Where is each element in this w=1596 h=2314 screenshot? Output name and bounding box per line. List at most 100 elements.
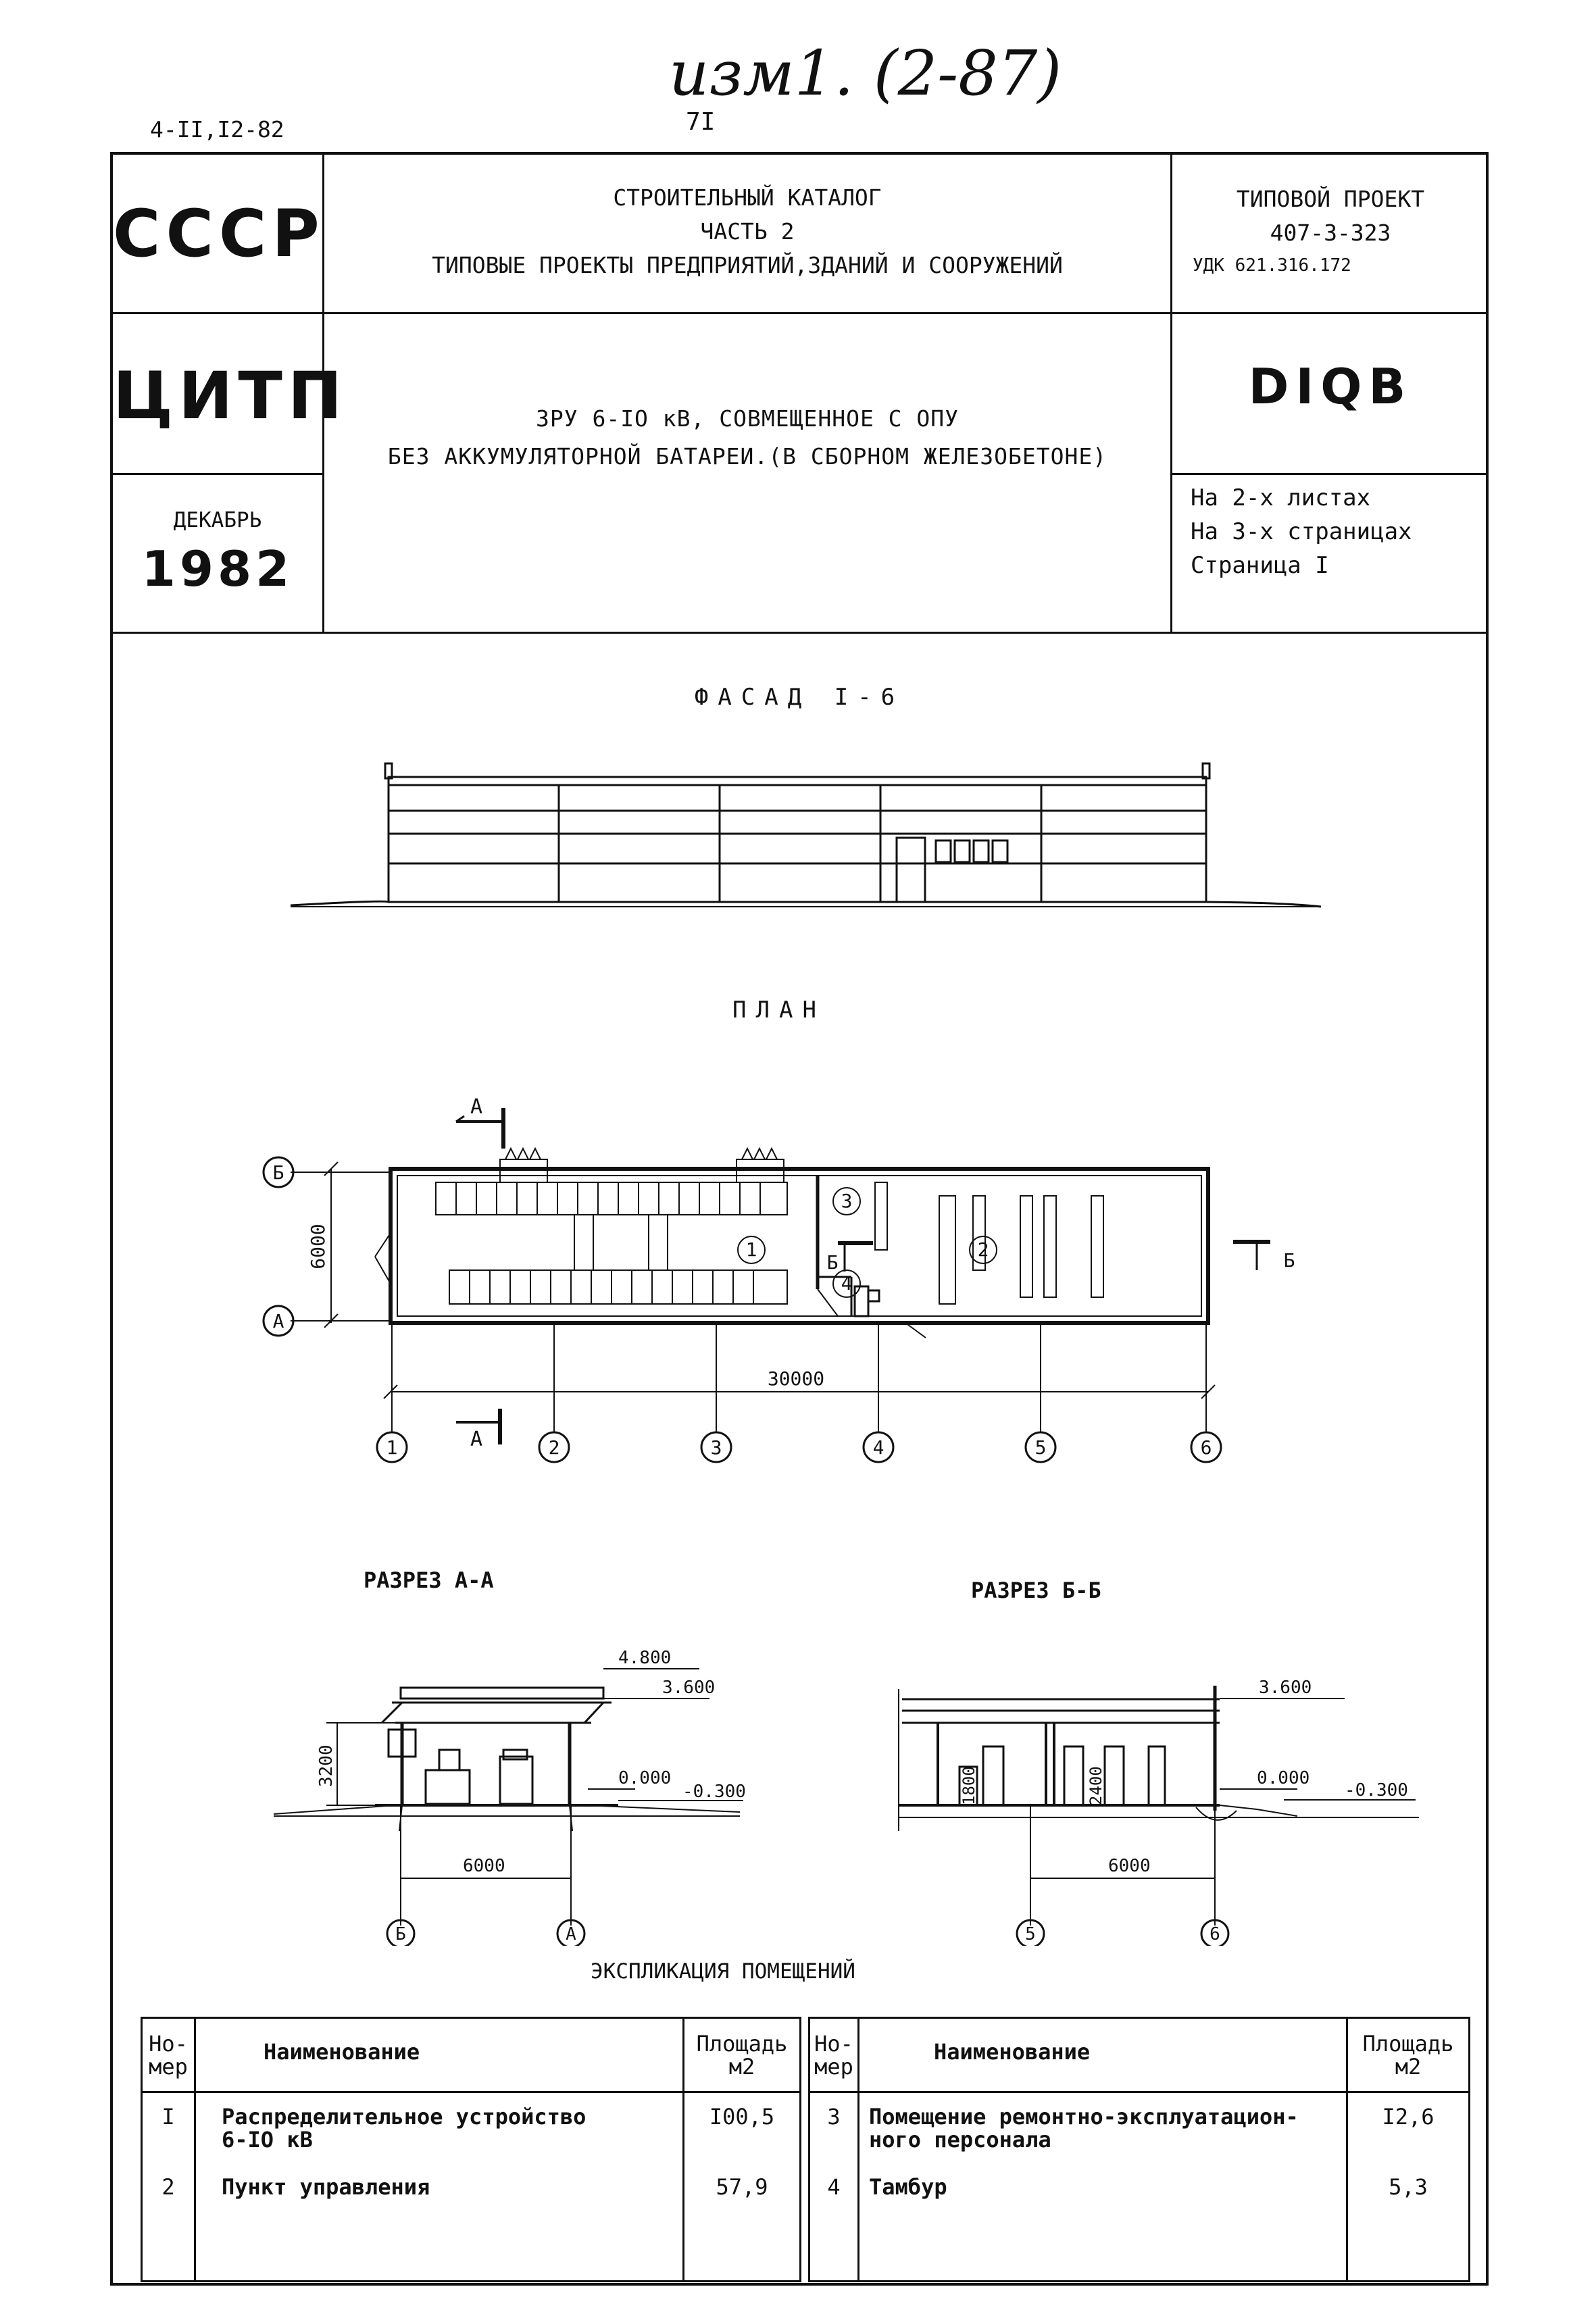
section-mark-a-bottom: А	[470, 1428, 482, 1451]
row-areas: I2,6 5,3	[1346, 2091, 1470, 2282]
room-4-tag: 4	[841, 1272, 853, 1294]
explication-table-right: Но- мер Наименование Площадь м2 3 4 Поме…	[808, 2017, 1470, 2282]
section-bb-heading: РАЗРЕЗ Б-Б	[971, 1578, 1101, 1603]
table-header-row: Но- мер Наименование Площадь м2	[141, 2017, 801, 2093]
project-number: 407-3-323	[1270, 220, 1391, 246]
room-3-tag: 3	[841, 1190, 853, 1212]
facade-door	[895, 836, 926, 903]
plan-heading: ПЛАН	[732, 997, 826, 1024]
date-year: 1982	[141, 540, 294, 597]
room-1-tag: 1	[746, 1238, 757, 1261]
bb-level-ground: -0.300	[1345, 1780, 1408, 1801]
drawing-code: DIQB	[1248, 358, 1413, 415]
handwritten-revision-note: изм1. (2-87)	[669, 37, 1062, 109]
plan-row-b: Б	[273, 1161, 284, 1184]
col-area-header: Площадь м2	[682, 2017, 801, 2093]
sheet-frame	[110, 152, 1489, 2286]
project-info: ТИПОВОЙ ПРОЕКТ 407-3-323	[1172, 182, 1489, 250]
aa-level-eave: 3.600	[662, 1678, 715, 1698]
bb-axis-5: 5	[1025, 1924, 1036, 1944]
catalog-title: СТРОИТЕЛЬНЫЙ КАТАЛОГ ЧАСТЬ 2 ТИПОВЫЕ ПРО…	[324, 181, 1170, 282]
row-areas: I00,5 57,9	[682, 2091, 801, 2282]
facade-heading: ФАСАД I-6	[694, 684, 905, 711]
org-label: ЦИТП	[113, 358, 348, 434]
col-number-header: Но- мер	[808, 2017, 859, 2093]
facade-window	[972, 839, 990, 863]
row-names: Распределительное устройство 6-IO кВ Пун…	[194, 2091, 684, 2282]
project-title: ЗРУ 6-IO кВ, СОВМЕЩЕННОЕ С ОПУ БЕЗ АККУМ…	[324, 400, 1170, 476]
udk-code: УДК 621.316.172	[1193, 255, 1351, 276]
section-aa-heading: РАЗРЕЗ А-А	[364, 1567, 494, 1593]
country-label: СССР	[113, 196, 325, 272]
col-area-header: Площадь м2	[1346, 2017, 1470, 2093]
section-mark-b-inner: Б	[827, 1251, 839, 1274]
plan-axis-5: 5	[1035, 1436, 1047, 1459]
bb-level-eave: 3.600	[1259, 1678, 1312, 1698]
aa-level-top: 4.800	[618, 1648, 671, 1668]
plan-axis-3: 3	[711, 1436, 722, 1459]
floor-plan: Б А 1 2 3 4 5 6 1 2 3 4 30000 А А Б Б 60…	[262, 1095, 1295, 1463]
aa-height-dim: 3200	[316, 1744, 336, 1787]
plan-width-dim: 6000	[307, 1224, 329, 1269]
col-name-header: Наименование	[194, 2017, 684, 2093]
project-title-line-2: БЕЗ АККУМУЛЯТОРНОЙ БАТАРЕИ.(В СБОРНОМ ЖЕ…	[387, 443, 1107, 470]
bb-cabinet-2-dim: 2400	[1087, 1766, 1105, 1805]
aa-axis-b: Б	[395, 1924, 406, 1944]
header-date-divider	[110, 473, 324, 475]
section-mark-b-outer: Б	[1284, 1249, 1295, 1272]
plan-axis-1: 1	[386, 1436, 398, 1459]
switchgear-row	[435, 1182, 788, 1215]
section-bb-drawing: 3.600 0.000 -0.300 6000 1800 2400 5 6	[898, 1678, 1419, 1946]
sheets-line-3: Страница I	[1191, 552, 1329, 579]
facade-drawing	[290, 762, 1322, 908]
sheet-count: На 2-х листах На 3-х страницах Страница …	[1191, 481, 1412, 582]
explication-heading: ЭКСПЛИКАЦИЯ ПОМЕЩЕНИЙ	[591, 1959, 855, 1984]
table-body-row: I 2 Распределительное устройство 6-IO кВ…	[141, 2091, 801, 2282]
table-body-row: 3 4 Помещение ремонтно-эксплуатацион- но…	[808, 2091, 1470, 2282]
aa-roof	[399, 1686, 605, 1700]
table-header-row: Но- мер Наименование Площадь м2	[808, 2017, 1470, 2093]
aa-span-dim: 6000	[463, 1856, 505, 1876]
col-name-header: Наименование	[857, 2017, 1348, 2093]
page-number: 7I	[686, 108, 716, 136]
sheets-line-2: На 3-х страницах	[1191, 518, 1412, 545]
facade-outline	[387, 776, 1207, 903]
aa-level-floor: 0.000	[618, 1768, 671, 1788]
facade-window	[953, 839, 971, 863]
project-label: ТИПОВОЙ ПРОЕКТ	[1236, 186, 1425, 212]
plan-axis-4: 4	[873, 1436, 884, 1459]
plan-outer-wall	[389, 1167, 1210, 1325]
bb-cabinet-1-dim: 1800	[959, 1766, 978, 1805]
switchgear-row	[449, 1269, 788, 1305]
sheet-code: 4-II,I2-82	[150, 116, 284, 143]
plan-row-a: А	[273, 1310, 284, 1332]
sheets-line-1: На 2-х листах	[1191, 484, 1371, 511]
section-mark-a-top: А	[470, 1095, 482, 1119]
facade-window	[991, 839, 1009, 863]
header-row-divider	[110, 312, 1489, 314]
catalog-line-1: СТРОИТЕЛЬНЫЙ КАТАЛОГ	[613, 184, 882, 211]
header-sheets-divider	[1170, 473, 1489, 475]
col-number-header: Но- мер	[141, 2017, 196, 2093]
header-divider-right	[1170, 152, 1172, 633]
bb-level-floor: 0.000	[1257, 1768, 1310, 1788]
header-divider-left	[322, 152, 324, 633]
date-month: ДЕКАБРЬ	[173, 508, 262, 532]
project-title-line-1: ЗРУ 6-IO кВ, СОВМЕЩЕННОЕ С ОПУ	[535, 405, 959, 432]
row-names: Помещение ремонтно-эксплуатацион- ного п…	[857, 2091, 1348, 2282]
aa-level-ground: -0.300	[682, 1782, 746, 1802]
plan-length-dim: 30000	[768, 1367, 824, 1390]
header-bottom-line	[110, 632, 1489, 634]
plan-axis-2: 2	[549, 1436, 560, 1459]
section-aa-drawing: 4.800 3.600 0.000 -0.300 6000 3200 Б А	[273, 1648, 746, 1946]
row-numbers: I 2	[141, 2091, 196, 2282]
bb-axis-6: 6	[1210, 1924, 1220, 1944]
bb-span-dim: 6000	[1108, 1856, 1151, 1876]
room-2-tag: 2	[978, 1238, 989, 1261]
catalog-line-3: ТИПОВЫЕ ПРОЕКТЫ ПРЕДПРИЯТИЙ,ЗДАНИЙ И СОО…	[432, 252, 1063, 278]
plan-axis-6: 6	[1201, 1436, 1212, 1459]
aa-axis-a: А	[566, 1924, 576, 1944]
facade-window	[934, 839, 952, 863]
catalog-line-2: ЧАСТЬ 2	[700, 218, 795, 245]
